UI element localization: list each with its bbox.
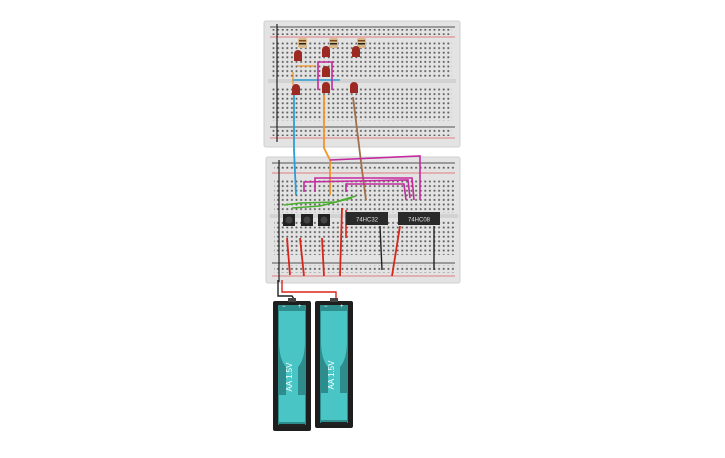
led[interactable] (322, 82, 330, 93)
ic-chip-1[interactable]: 74HC32 (346, 212, 388, 225)
battery-lead-red[interactable] (281, 280, 337, 300)
wire-red-2[interactable] (299, 237, 305, 277)
wire-black-1[interactable] (379, 225, 383, 271)
wire-green-2[interactable] (291, 197, 353, 209)
wire-orange-loop[interactable] (292, 65, 315, 85)
battery-2[interactable]: − + AA 1.5V (315, 298, 353, 428)
wire-magenta-3[interactable] (329, 155, 421, 200)
wire-blue[interactable] (293, 90, 297, 196)
resistors (298, 38, 366, 48)
resistor[interactable] (357, 38, 366, 48)
resistor[interactable] (298, 38, 307, 48)
led[interactable] (322, 66, 330, 77)
led[interactable] (294, 50, 302, 61)
battery-2-minus: − (324, 304, 328, 310)
battery-1-plus: + (298, 304, 302, 310)
led[interactable] (292, 84, 300, 95)
push-button[interactable] (283, 214, 295, 226)
wire-magenta-top[interactable] (317, 61, 333, 90)
battery-1[interactable]: − + AA 1.5V (273, 298, 311, 431)
wire-red-1[interactable] (286, 237, 291, 276)
led[interactable] (322, 46, 330, 57)
wire-magenta-2[interactable] (314, 177, 415, 201)
wires (277, 61, 435, 303)
ic-chip-1-label: 74HC32 (356, 218, 379, 224)
push-button[interactable] (318, 214, 330, 226)
ic-chip-2-label: 74HC08 (408, 218, 431, 224)
wire-red-4[interactable] (339, 207, 343, 277)
leds (292, 46, 360, 95)
ic-chip-2[interactable]: 74HC08 (398, 212, 440, 225)
push-buttons (283, 214, 330, 226)
wire-red-5[interactable] (391, 225, 401, 277)
battery-2-label: AA 1.5V (327, 360, 336, 390)
push-button[interactable] (301, 214, 313, 226)
wire-magenta-4[interactable] (345, 183, 407, 201)
battery-1-minus: − (282, 304, 286, 310)
battery-2-plus: + (340, 304, 344, 310)
resistor[interactable] (329, 38, 338, 48)
wire-brown[interactable] (352, 96, 367, 201)
wire-red-3[interactable] (321, 237, 325, 277)
battery-1-label: AA 1.5V (285, 362, 294, 392)
led[interactable] (350, 82, 358, 93)
wire-magenta-1[interactable] (303, 179, 411, 199)
led[interactable] (352, 46, 360, 57)
